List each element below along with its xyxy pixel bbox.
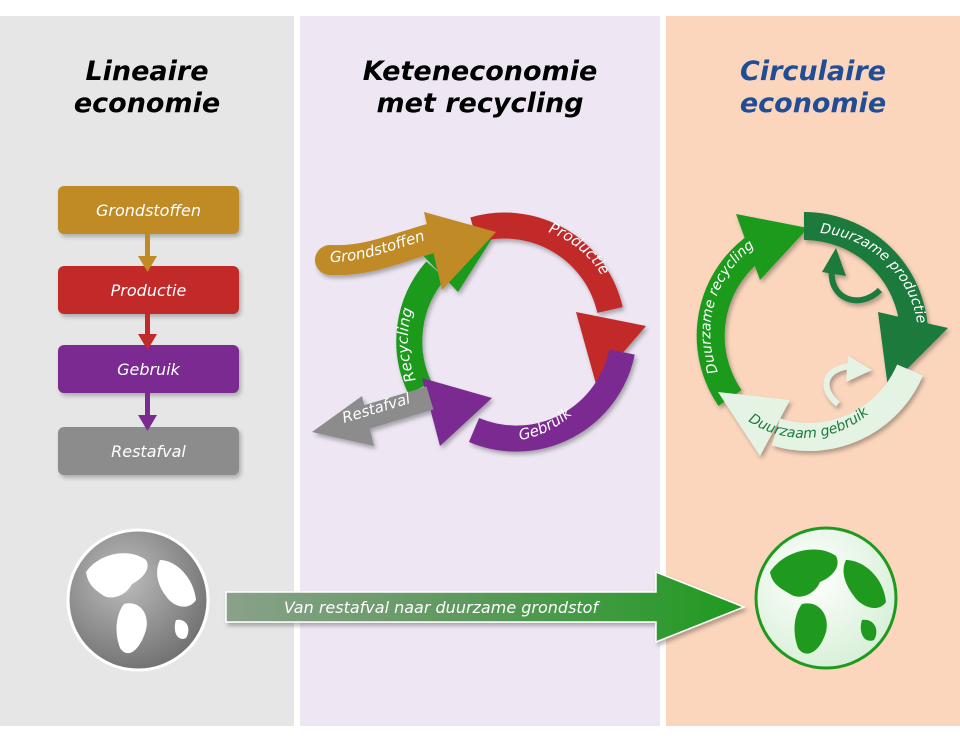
chain-economy-title: Keteneconomie met recycling: [362, 56, 598, 119]
arrow-down-icon: [138, 393, 157, 431]
arrow-down-icon: [138, 314, 157, 350]
circular-cycle-diagram: [696, 211, 948, 456]
linear-step-grondstoffen: Grondstoffen: [58, 186, 239, 234]
linear-step-restafval: Restafval: [58, 427, 239, 475]
linear-step-gebruik: Gebruik: [58, 345, 239, 393]
chain-cycle-diagram: [312, 212, 646, 452]
linear-step-productie: Productie: [58, 266, 239, 314]
circular-economy-title: Circulaire economie: [739, 56, 887, 119]
globe-grey-icon: [66, 528, 210, 672]
transition-arrow: [225, 570, 747, 644]
transition-arrow-label: Van restafval naar duurzame grondstof: [283, 597, 599, 617]
linear-economy-title: Lineaire economie: [73, 56, 221, 119]
globe-green-icon: [754, 526, 898, 670]
arrow-down-icon: [138, 234, 157, 272]
